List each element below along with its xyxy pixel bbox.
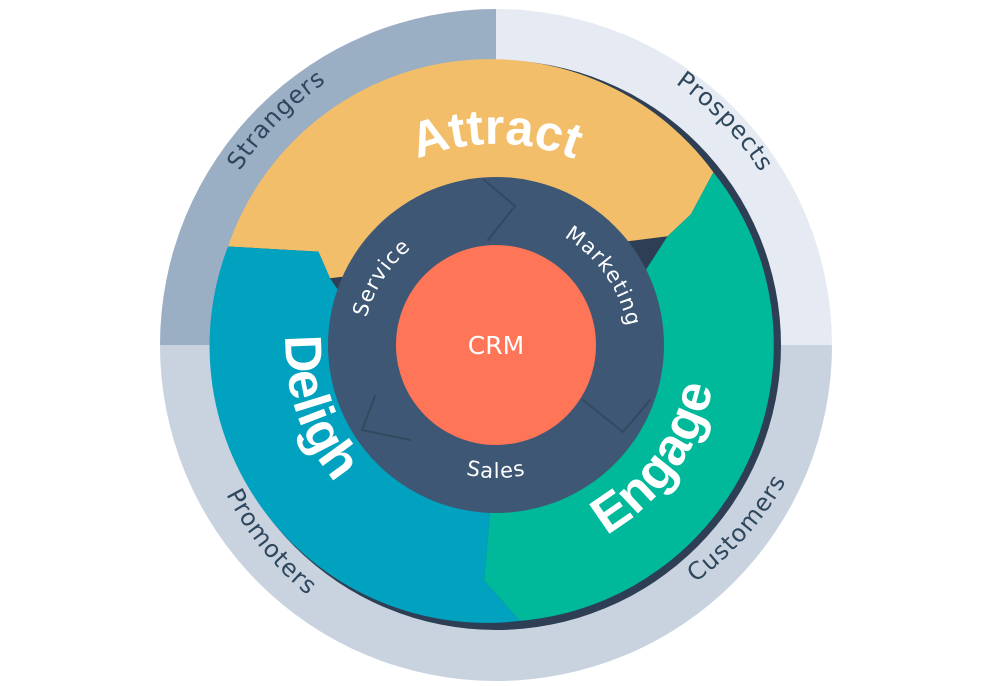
inner-seam-right: [582, 399, 651, 434]
inner-ring-seams: [360, 179, 651, 441]
inner-seam-left: [360, 395, 411, 441]
crm-core: [396, 245, 596, 445]
outer-ring-segment-strangers: [160, 9, 496, 345]
crm-label: CRM: [468, 331, 524, 360]
outer-ring-segment-promoters: [160, 345, 496, 681]
outer-ring-segment-customers: [496, 345, 832, 681]
inner-seam-top: [483, 179, 517, 241]
inner-label-sales: Sales: [465, 456, 527, 483]
sales-label: Sales: [465, 456, 526, 483]
